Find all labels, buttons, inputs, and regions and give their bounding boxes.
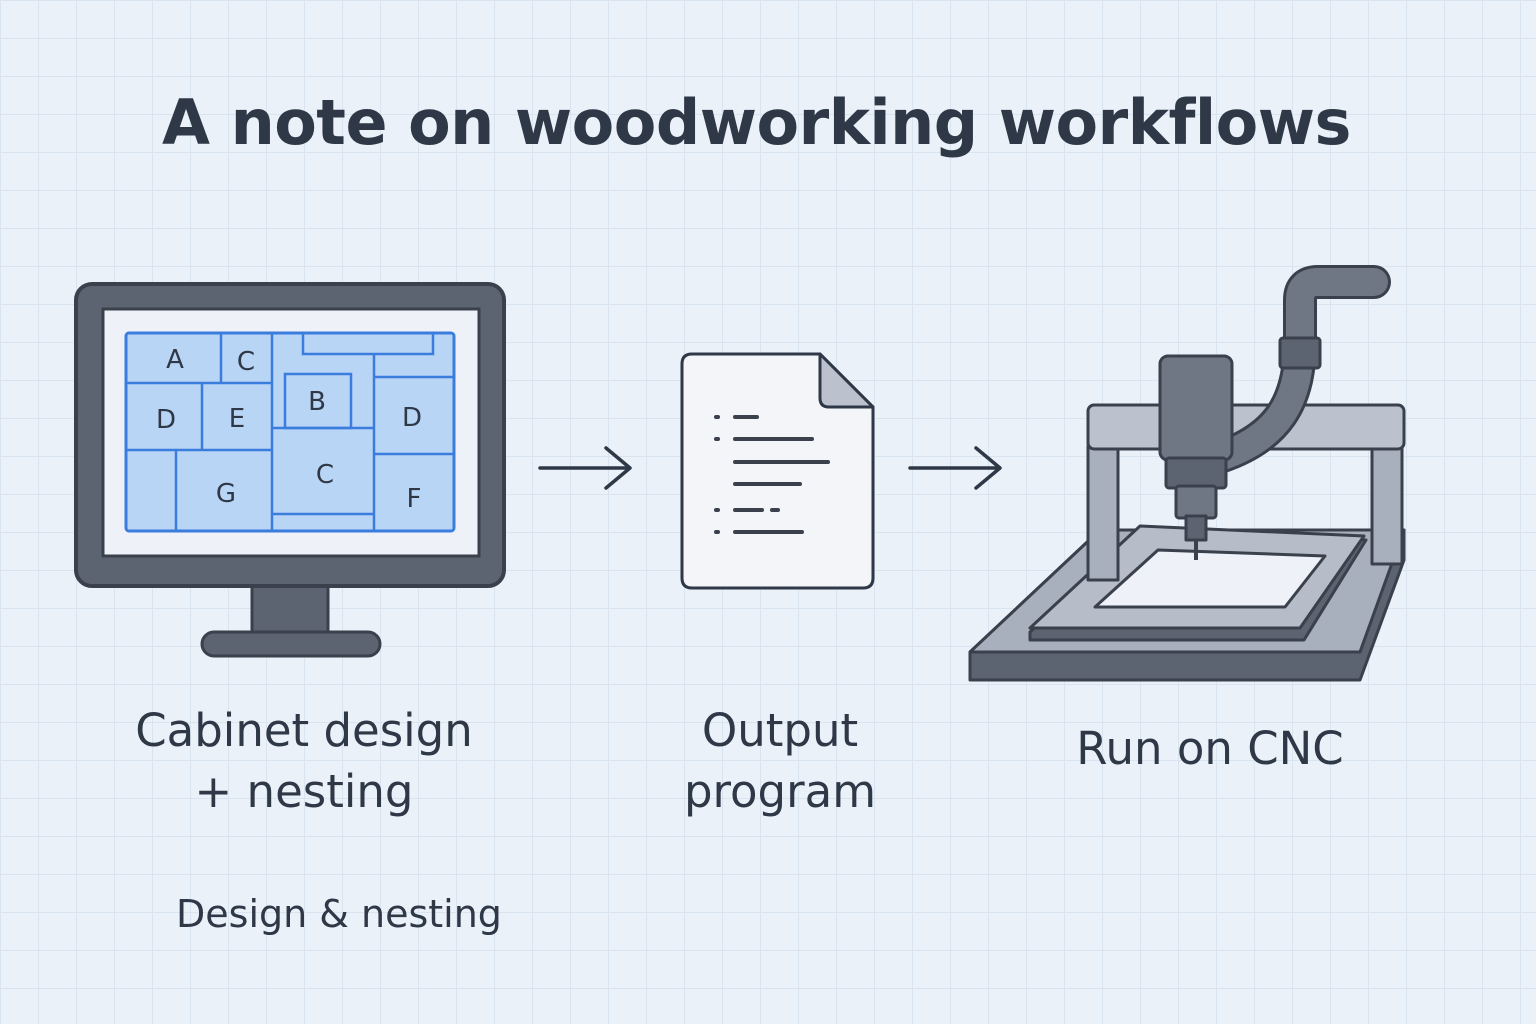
page-title: A note on woodworking workflows	[162, 86, 1351, 159]
document-icon	[680, 352, 875, 590]
nest-part-label: C	[237, 347, 255, 377]
step-label-line: Cabinet design	[135, 704, 473, 757]
step-label-line: Output	[701, 704, 859, 757]
nest-part-label: C	[316, 460, 334, 490]
arrow-right-icon	[538, 446, 632, 490]
nest-part-label: G	[216, 479, 236, 509]
monitor-icon: A C D E B D G C F	[74, 282, 506, 658]
step-label-line: Run on CNC	[1076, 722, 1344, 775]
step-label-line: program	[683, 765, 877, 818]
step-label-line: + nesting	[194, 765, 414, 818]
nest-part-label: D	[156, 405, 176, 435]
nest-part-label: F	[407, 484, 422, 514]
step-label-design: Cabinet design + nesting	[104, 700, 504, 822]
nest-part-label: B	[308, 387, 326, 417]
caption-design-nesting: Design & nesting	[176, 892, 502, 936]
nesting-sheet: A C D E B D G C F	[124, 331, 456, 533]
cnc-machine-icon	[968, 265, 1406, 682]
nest-part-label: D	[402, 403, 422, 433]
nest-part-label: E	[229, 404, 245, 434]
arrow-right-icon	[908, 446, 1002, 490]
step-label-cnc: Run on CNC	[1040, 718, 1380, 779]
step-label-output: Output program	[640, 700, 920, 822]
nest-part-label: A	[166, 345, 184, 375]
